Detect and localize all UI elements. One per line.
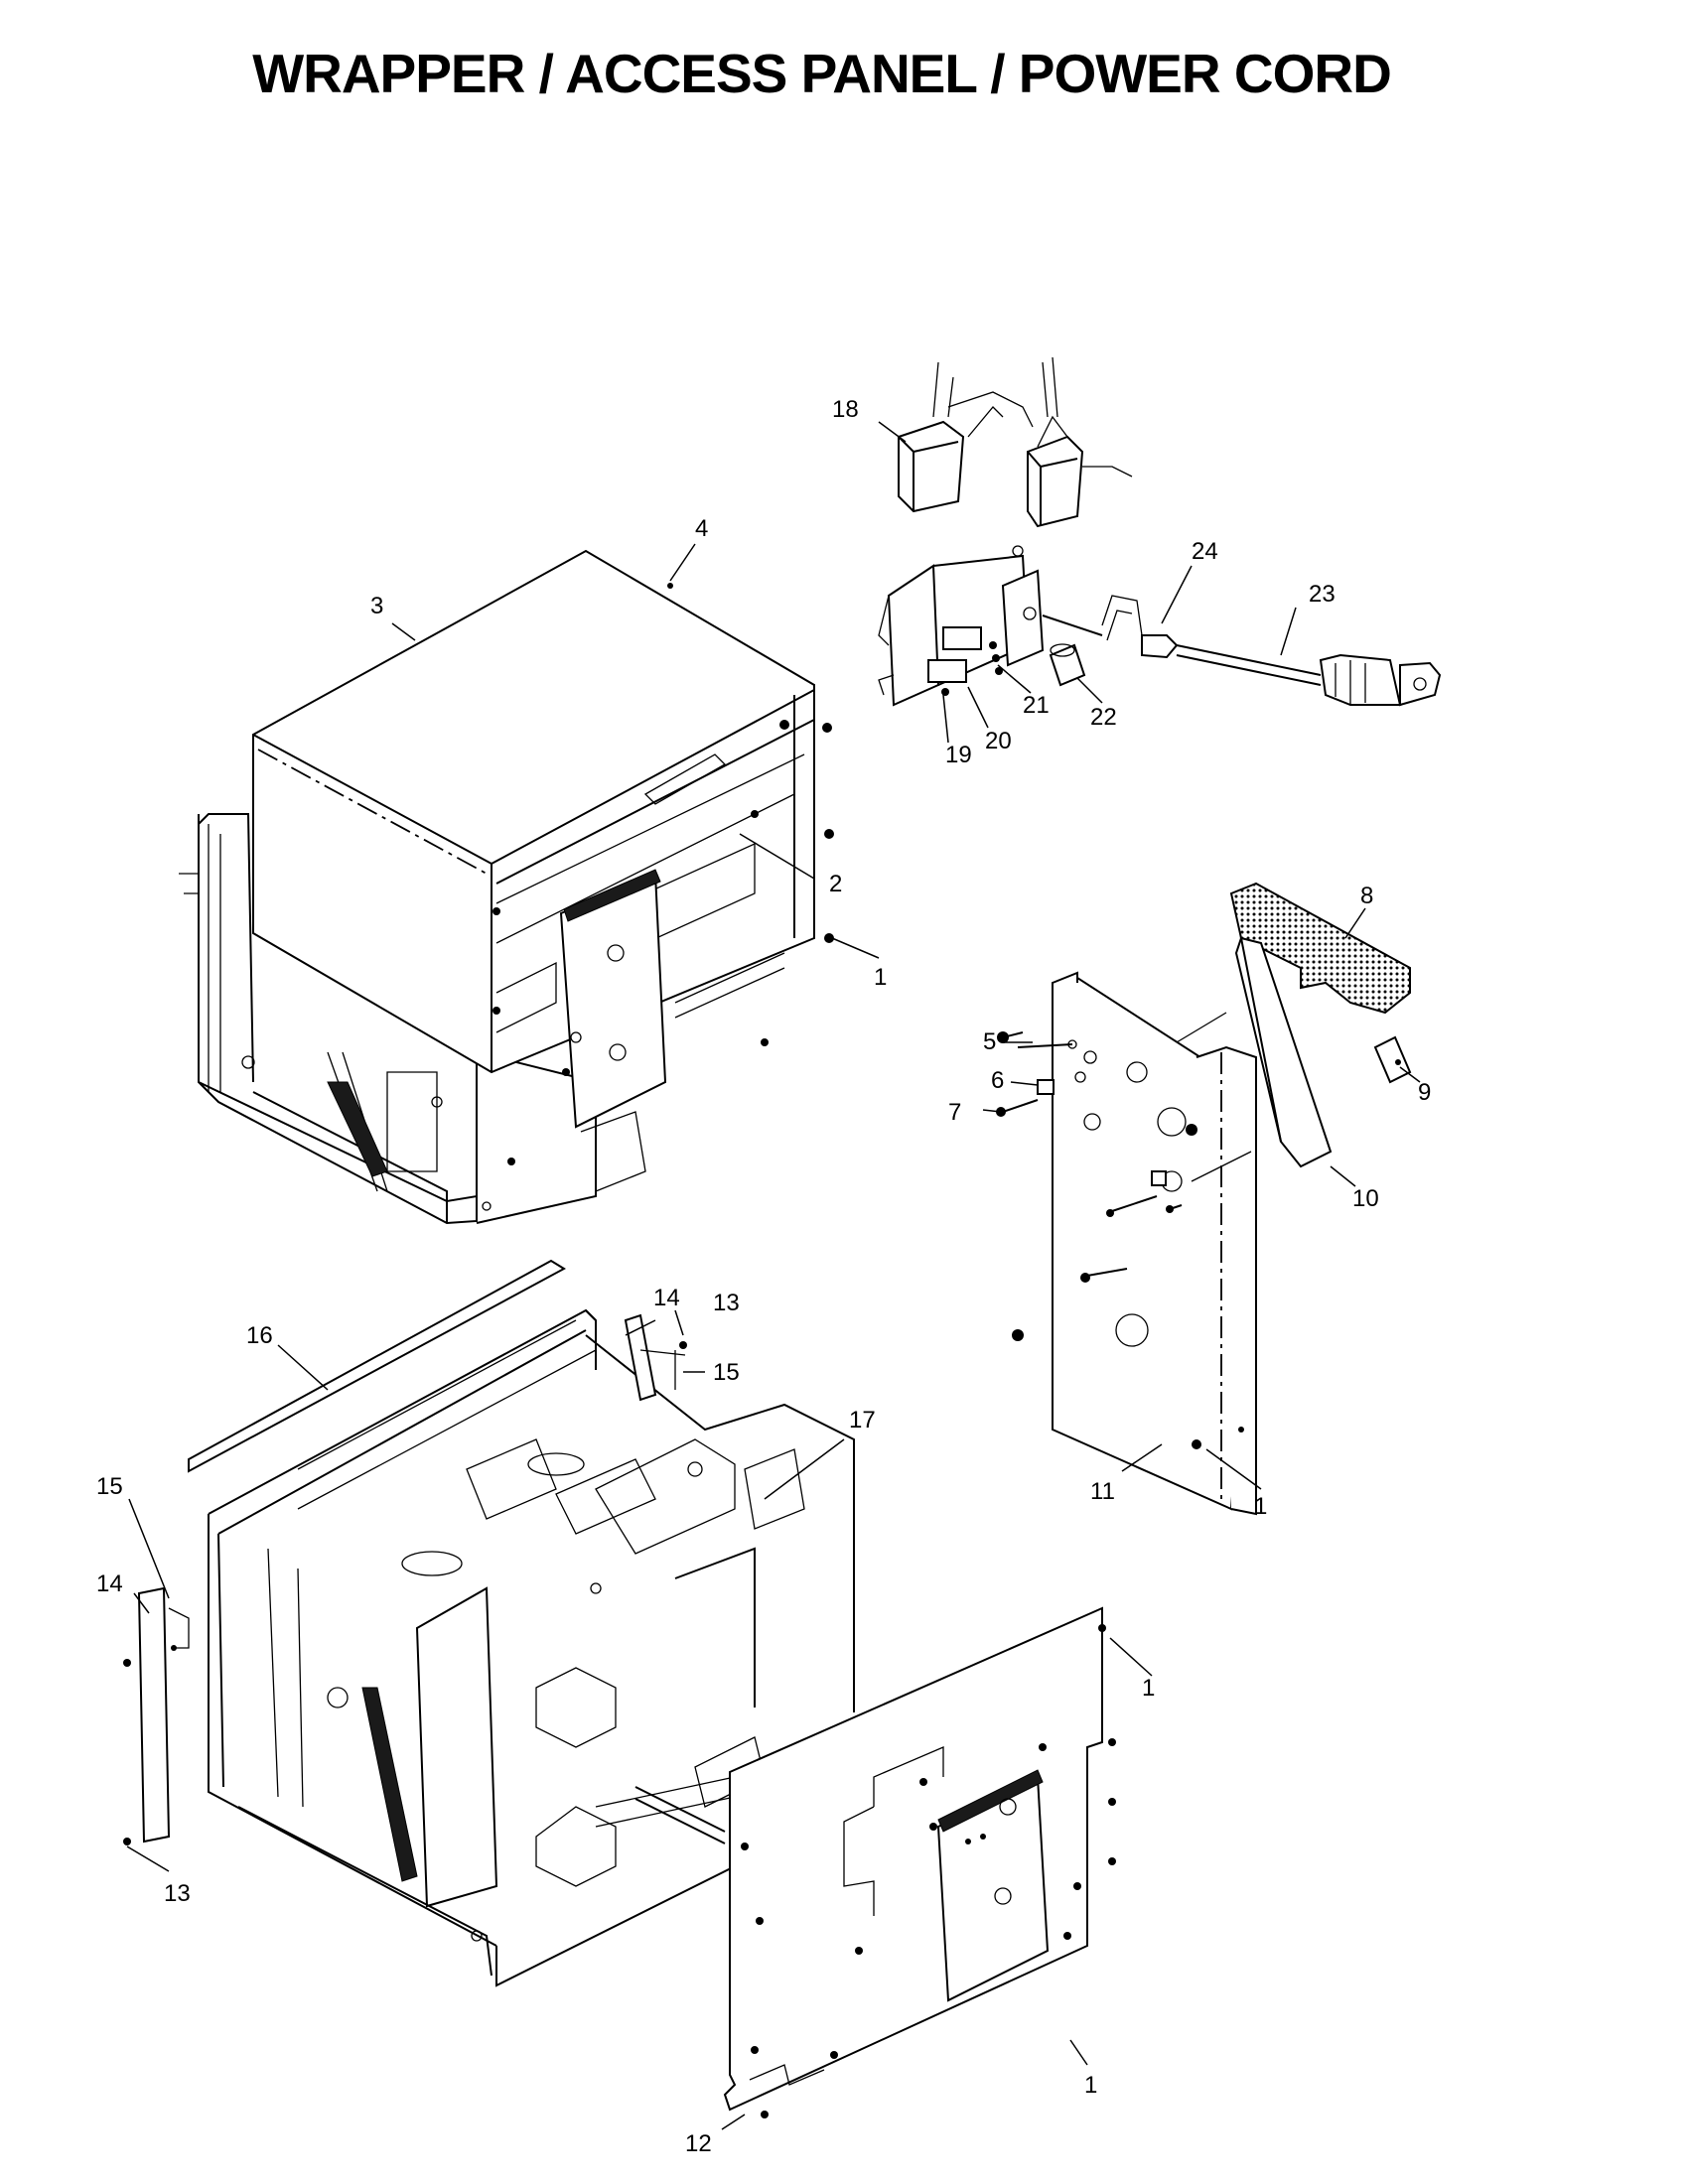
small-bracket	[1373, 1035, 1412, 1084]
page-title: WRAPPER / ACCESS PANEL / POWER CORD	[252, 43, 1392, 104]
mounting-plate	[1052, 971, 1257, 1516]
callout-15-left: 15	[96, 1473, 123, 1500]
power-cord-assembly	[878, 356, 1442, 707]
callout-21: 21	[1023, 692, 1050, 719]
wrapper-cover	[252, 549, 815, 1074]
callout-12: 12	[685, 2130, 712, 2157]
callout-13-left: 13	[164, 1880, 191, 1907]
callout-24: 24	[1192, 538, 1218, 565]
callout-19: 19	[945, 742, 972, 768]
leader-lines	[126, 421, 1421, 2130]
callout-labels: 1 2 3 4 5 6 7 8 9 10 11 1 12 1 1 13 14 1…	[96, 396, 1431, 2157]
callout-10: 10	[1352, 1185, 1379, 1212]
callout-6: 6	[991, 1067, 1004, 1094]
callout-18: 18	[832, 396, 859, 423]
callout-22: 22	[1090, 704, 1117, 731]
callout-11: 11	[1090, 1478, 1115, 1505]
filter-units	[898, 356, 1133, 528]
access-panel	[723, 1606, 1116, 2118]
callout-15-top: 15	[713, 1359, 740, 1386]
callout-17: 17	[849, 1407, 876, 1433]
callout-14-top: 14	[653, 1285, 680, 1311]
wrapper-assembly	[179, 549, 834, 1225]
callout-16: 16	[246, 1322, 273, 1349]
panel-hardware	[996, 1031, 1244, 1449]
callout-1-panel-lower: 1	[1084, 2072, 1097, 2099]
gasket-strip	[188, 1259, 567, 1473]
callout-8: 8	[1360, 883, 1373, 909]
callout-1-wrapper: 1	[874, 964, 887, 991]
callout-1-panel-upper: 1	[1142, 1675, 1155, 1702]
wrapper-screws	[492, 583, 834, 1165]
callout-23: 23	[1309, 581, 1336, 608]
duct-bracket	[1234, 936, 1333, 1168]
callout-1-plate: 1	[1254, 1493, 1267, 1520]
callout-5: 5	[983, 1028, 996, 1055]
callout-20: 20	[985, 728, 1012, 754]
strain-relief-bushing	[1049, 643, 1086, 687]
callout-4: 4	[695, 515, 708, 542]
power-cord	[1042, 595, 1442, 707]
callout-2: 2	[829, 871, 842, 897]
callout-9: 9	[1418, 1079, 1431, 1106]
callout-13-top: 13	[713, 1290, 740, 1316]
cord-bracket	[878, 545, 1045, 707]
callout-3: 3	[370, 593, 383, 619]
duct-cover	[559, 869, 667, 1192]
mesh-filter	[1229, 882, 1411, 1015]
callout-7: 7	[948, 1099, 961, 1126]
oven-internals	[123, 1259, 855, 1987]
access-panel-assembly	[996, 882, 1412, 1516]
callout-14-left: 14	[96, 1570, 123, 1597]
